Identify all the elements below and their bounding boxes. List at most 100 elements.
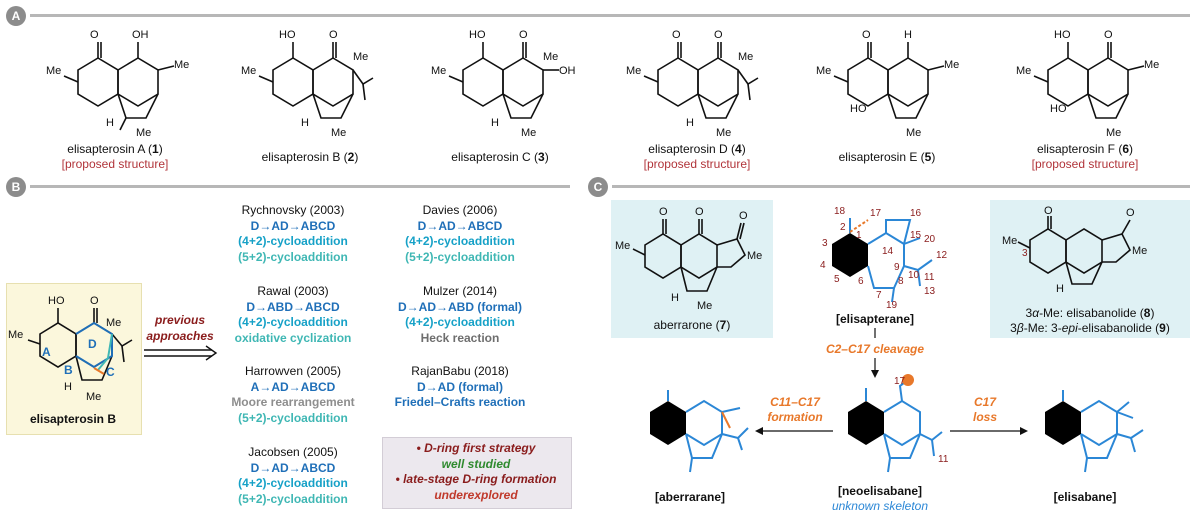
atom-o: O (695, 206, 704, 218)
atom-h: H (64, 381, 72, 393)
atom-ho: HO (48, 295, 65, 307)
atom-me: Me (136, 127, 151, 139)
atom-me: Me (46, 65, 61, 77)
atom-me: Me (1132, 245, 1147, 257)
compound-caption: elisapterosin F (6) [proposed structure] (1031, 142, 1139, 171)
atom-oh: OH (559, 65, 576, 77)
compound-caption: elisapterosin B (2) (261, 150, 359, 164)
ring-label-b: B (64, 363, 73, 377)
atom-me: Me (174, 59, 189, 71)
compound-structure-6: Me HO O Me HO Me (1016, 29, 1159, 139)
section-c-badge: C (588, 177, 608, 197)
atom-number: 1 (856, 230, 862, 241)
target-box (6, 283, 142, 435)
cleavage-arrow (871, 328, 879, 378)
atom-number: 3 (1022, 248, 1028, 259)
compound-structure-4: Me O O Me H Me (626, 29, 759, 139)
atom-o: O (1104, 29, 1113, 41)
atom-number: 9 (894, 262, 900, 273)
elisabane-label: [elisabane] (1053, 490, 1117, 504)
atom-number: 13 (924, 286, 936, 297)
ring-label-c: C (106, 365, 115, 379)
atom-me: Me (431, 65, 446, 77)
atom-o: O (90, 295, 99, 307)
atom-h: H (1056, 283, 1064, 295)
compound-structure-5: Me O H Me HO Me (816, 29, 959, 139)
atom-me: Me (816, 65, 831, 77)
atom-number: 17 (894, 376, 906, 387)
atom-number: 17 (870, 208, 882, 219)
atom-number: 6 (858, 276, 864, 287)
atom-me: Me (1106, 127, 1121, 139)
atom-o: O (329, 29, 338, 41)
reference-jacobsen: Jacobsen (2005) D→AD→ABCD (4+2)-cycloadd… (238, 445, 348, 506)
elisapterosin-b-structure: HO O Me Me H Me A B C D (8, 295, 133, 403)
atom-ho: HO (279, 29, 296, 41)
reference-rychnovsky: Rychnovsky (2003) D→AD→ABCD (4+2)-cycloa… (238, 203, 348, 264)
atom-ho: HO (1050, 103, 1067, 115)
reference-harrowven: Harrowven (2005) A→AD→ABCD Moore rearran… (231, 364, 355, 425)
compound-structure-3: Me HO O Me OH H Me (431, 29, 576, 139)
atom-o: O (1126, 207, 1135, 219)
atom-ho: HO (469, 29, 486, 41)
atom-number: 14 (882, 246, 894, 257)
section-c-rule (612, 185, 1190, 188)
atom-number: 7 (876, 290, 882, 301)
elisapterane-skeleton: 18 17 16 1 2 3 15 20 14 12 4 10 9 11 5 6… (820, 206, 948, 311)
atom-o: O (739, 210, 748, 222)
atom-number: 10 (908, 270, 920, 281)
reference-mulzer: Mulzer (2014) D→AD→ABD (formal) (4+2)-cy… (398, 284, 522, 345)
section-a-rule (30, 14, 1190, 17)
aberrarane-label: [aberrarane] (654, 490, 726, 504)
atom-ho: HO (850, 103, 867, 115)
atom-me: Me (626, 65, 641, 77)
section-b-badge: B (6, 177, 26, 197)
compound-caption: elisapterosin E (5) (838, 150, 936, 164)
summary-box (382, 437, 572, 509)
atom-number: 20 (924, 234, 936, 245)
atom-number: 8 (898, 276, 904, 287)
atom-me: Me (543, 51, 558, 63)
atom-me: Me (615, 240, 630, 252)
atom-o: O (1044, 205, 1053, 217)
atom-me: Me (86, 391, 101, 403)
atom-me: Me (1002, 235, 1017, 247)
atom-me: Me (1144, 59, 1159, 71)
elisapterane-label: [elisapterane] (835, 312, 915, 326)
atom-o: O (659, 206, 668, 218)
atom-h: H (301, 117, 309, 129)
atom-o: O (862, 29, 871, 41)
atom-number: 5 (834, 274, 840, 285)
atom-me: Me (353, 51, 368, 63)
atom-me: Me (106, 317, 121, 329)
atom-h: H (671, 292, 679, 304)
atom-h: H (904, 29, 912, 41)
compound-caption: elisapterosin D (4) [proposed structure] (643, 142, 751, 171)
atom-me: Me (738, 51, 753, 63)
atom-o: O (519, 29, 528, 41)
elisabanolide-structure: Me 3 O O Me H (1002, 205, 1147, 295)
formation-arrow (755, 427, 833, 435)
neoelisabane-skeleton: 17 11 (848, 374, 949, 473)
atom-o: O (90, 29, 99, 41)
loss-arrow (950, 427, 1028, 435)
reference-rajanbabu: RajanBabu (2018) D→AD (formal) Friedel–C… (394, 364, 526, 409)
atom-h: H (106, 117, 114, 129)
atom-o: O (714, 29, 723, 41)
atom-me: Me (697, 300, 712, 312)
atom-ho: HO (1054, 29, 1071, 41)
reference-davies: Davies (2006) D→AD→ABCD (4+2)-cycloaddit… (405, 203, 515, 264)
atom-o: O (672, 29, 681, 41)
atom-me: Me (8, 329, 23, 341)
elisabane-skeleton (1045, 390, 1144, 473)
atom-number: 2 (840, 222, 846, 233)
elisabanolide-caption: 3α-Me: elisabanolide (8) 3β-Me: 3-epi-el… (1010, 306, 1170, 335)
atom-number: 15 (910, 230, 922, 241)
target-label: elisapterosin B (29, 412, 117, 426)
atom-h: H (491, 117, 499, 129)
atom-me: Me (906, 127, 921, 139)
atom-me: Me (331, 127, 346, 139)
ring-label-d: D (88, 337, 97, 351)
atom-number: 19 (886, 300, 898, 311)
